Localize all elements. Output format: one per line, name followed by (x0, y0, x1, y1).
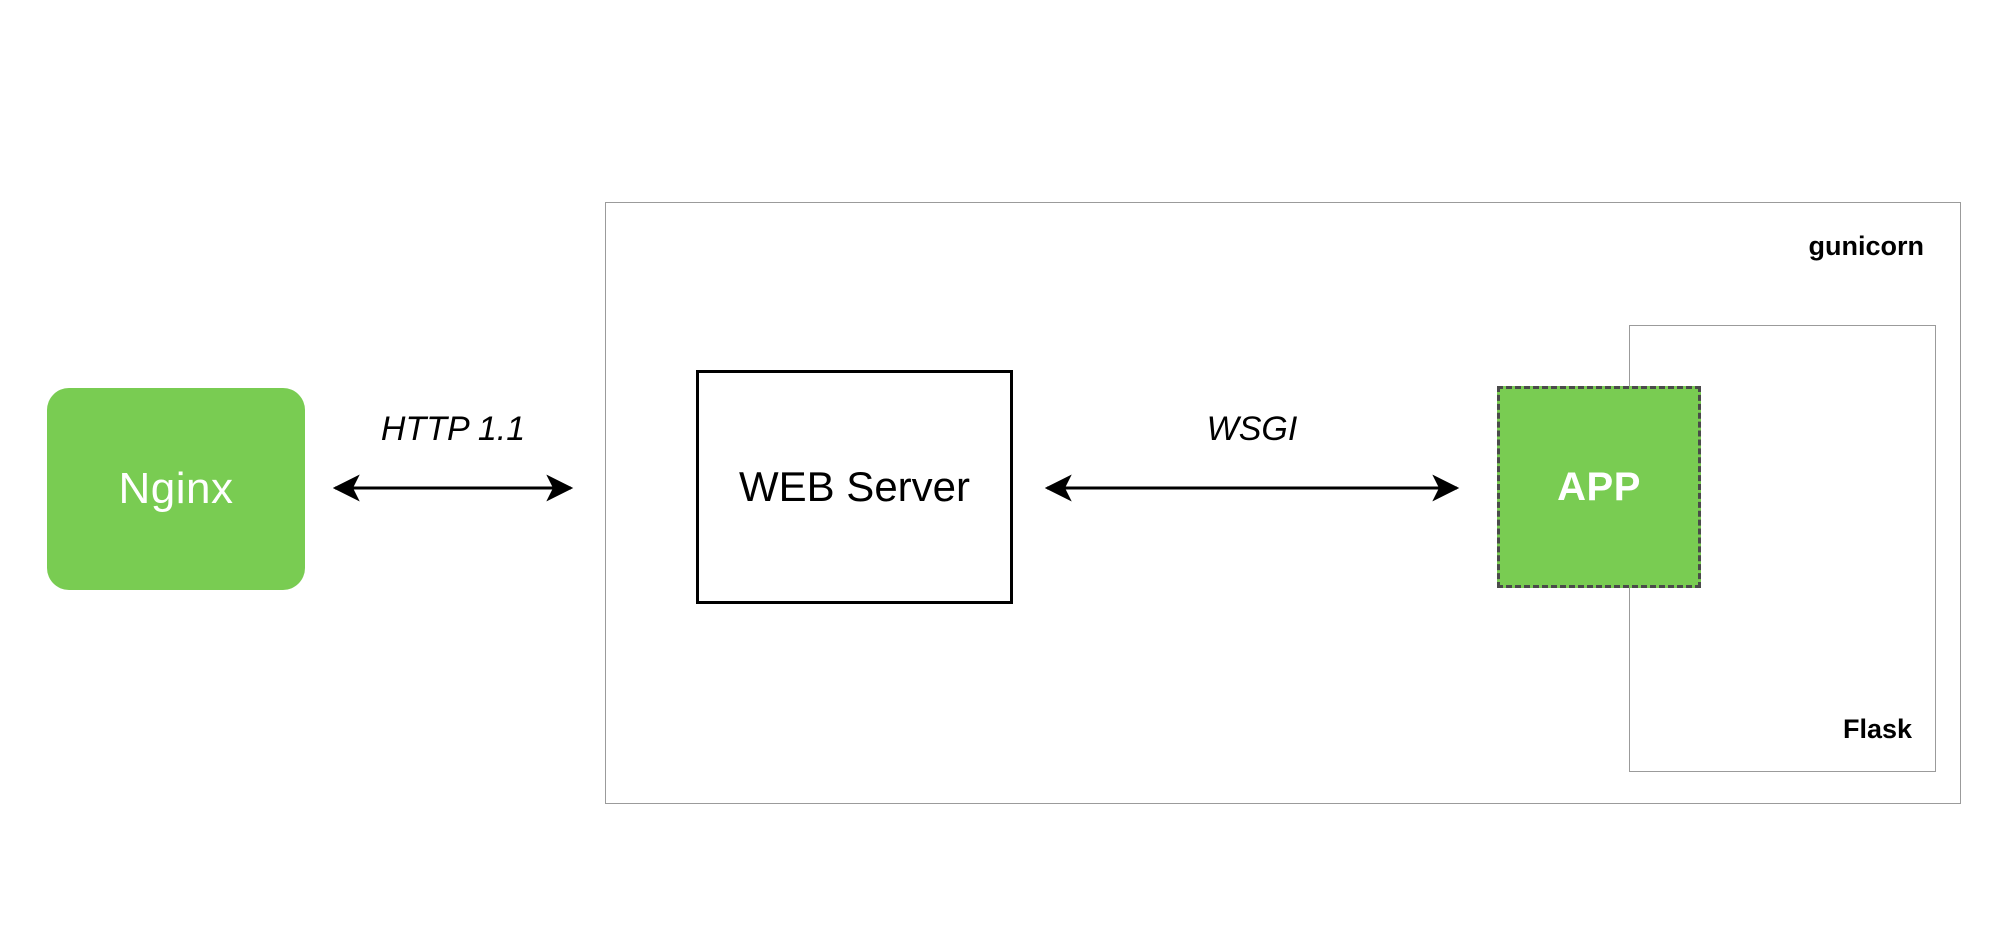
node-app[interactable]: APP (1497, 386, 1701, 588)
edge-nginx-to-web-server (325, 470, 581, 506)
double-arrow-icon (1044, 474, 1460, 502)
container-flask-label: Flask (1842, 714, 1912, 744)
node-nginx[interactable]: Nginx (47, 388, 305, 590)
node-nginx-label: Nginx (118, 464, 234, 513)
edge-label-wsgi: WSGI (1206, 410, 1298, 448)
node-web-server[interactable]: WEB Server (696, 370, 1013, 604)
node-app-label: APP (1557, 465, 1641, 509)
edge-label-http: HTTP 1.1 (380, 410, 526, 448)
double-arrow-icon (332, 474, 574, 502)
edge-web-server-to-app (1037, 470, 1467, 506)
container-gunicorn-label: gunicorn (1808, 231, 1925, 261)
node-web-server-label: WEB Server (738, 463, 971, 510)
